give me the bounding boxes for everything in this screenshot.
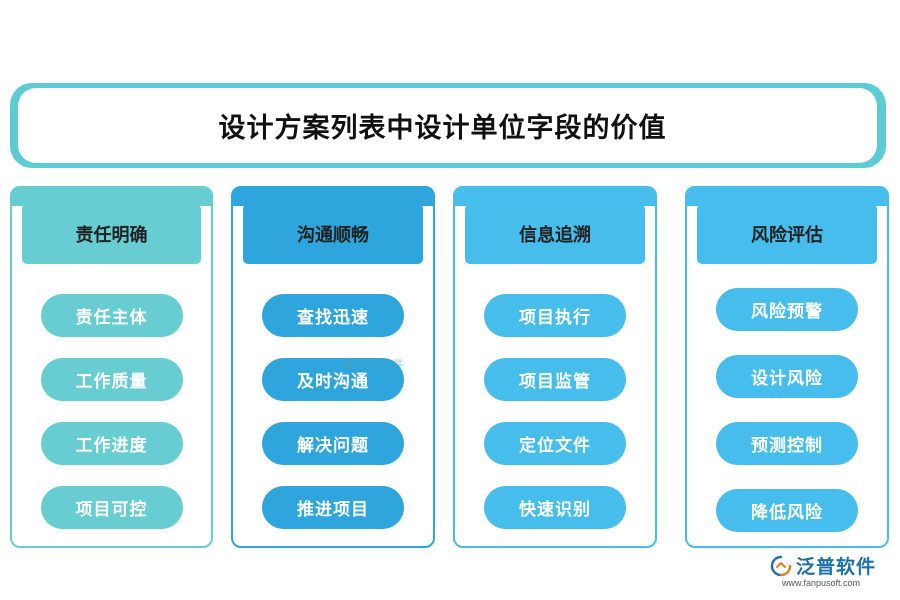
- title-banner: 设计方案列表中设计单位字段的价值: [10, 83, 886, 168]
- list-item: 解决问题: [262, 422, 404, 465]
- column-risk-assessment: 风险评估 风险预警 设计风险 预测控制 降低风险: [685, 186, 889, 548]
- item-list: 责任主体 工作质量 工作进度 项目可控: [12, 294, 211, 550]
- diagram-title: 设计方案列表中设计单位字段的价值: [218, 113, 667, 144]
- column-header: 沟通顺畅: [243, 204, 423, 264]
- list-item: 风险预警: [716, 288, 858, 331]
- watermark: 泛普软件: [341, 356, 404, 372]
- column-header: 责任明确: [22, 204, 201, 264]
- item-list: 项目执行 项目监管 定位文件 快速识别: [455, 294, 655, 550]
- item-list: 查找迅速 及时沟通 解决问题 推进项目: [233, 294, 433, 550]
- list-item: 工作质量: [40, 358, 183, 401]
- title-inner: 设计方案列表中设计单位字段的价值: [18, 88, 877, 163]
- list-item: 降低风险: [716, 489, 858, 532]
- column-top-bar: [453, 186, 657, 206]
- column-communication: 沟通顺畅 查找迅速 及时沟通 解决问题 推进项目: [231, 186, 435, 548]
- fanpu-logo-icon: [770, 555, 792, 577]
- column-header: 信息追溯: [465, 204, 645, 264]
- item-list: 风险预警 设计风险 预测控制 降低风险: [687, 288, 887, 556]
- column-header: 风险评估: [697, 204, 877, 264]
- column-traceability: 信息追溯 项目执行 项目监管 定位文件 快速识别: [453, 186, 657, 548]
- list-item: 设计风险: [716, 355, 858, 398]
- list-item: 定位文件: [484, 422, 626, 465]
- column-top-bar: [10, 186, 213, 206]
- column-top-bar: [685, 186, 889, 206]
- list-item: 工作进度: [40, 422, 183, 465]
- list-item: 及时沟通: [262, 358, 404, 401]
- brand-name: 泛普软件: [796, 556, 877, 578]
- brand-url: www.fanpusoft.com: [782, 578, 861, 588]
- brand-logo: 泛普软件 www.fanpusoft.com: [770, 552, 892, 592]
- list-item: 预测控制: [716, 422, 858, 465]
- list-item: 查找迅速: [262, 294, 404, 337]
- list-item: 快速识别: [484, 486, 626, 529]
- list-item: 项目监管: [484, 358, 626, 401]
- list-item: 责任主体: [40, 294, 183, 337]
- list-item: 项目可控: [40, 486, 183, 529]
- fanpu-logo-icon: [341, 357, 357, 371]
- list-item: 项目执行: [484, 294, 626, 337]
- watermark-text: 泛普软件: [360, 358, 404, 371]
- column-top-bar: [231, 186, 435, 206]
- list-item: 推进项目: [262, 486, 404, 529]
- column-responsibility: 责任明确 责任主体 工作质量 工作进度 项目可控: [10, 186, 213, 548]
